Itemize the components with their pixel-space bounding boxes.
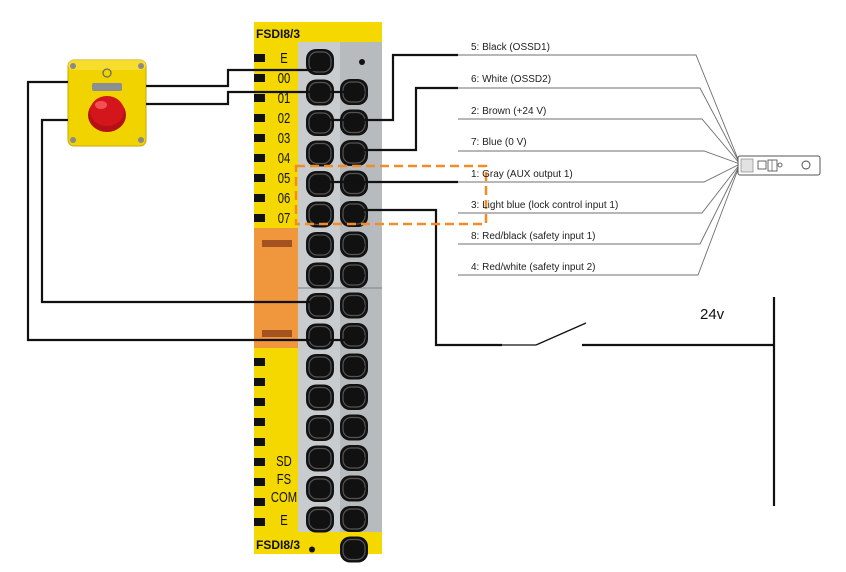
terminal-label-com: COM bbox=[271, 488, 297, 505]
terminal-screw-left bbox=[306, 445, 334, 472]
terminal-screw-left bbox=[306, 384, 334, 411]
terminal-screw-right bbox=[340, 292, 368, 319]
terminal-label-06: 06 bbox=[278, 189, 291, 206]
terminal-label-00: 00 bbox=[278, 69, 291, 86]
terminal-screw-left bbox=[306, 140, 334, 167]
terminal-screw-right bbox=[340, 536, 368, 563]
terminal-contact-dot bbox=[359, 425, 365, 431]
terminal-screw-left bbox=[306, 232, 334, 258]
terminal-screw-left bbox=[306, 323, 334, 350]
terminal-label-02: 02 bbox=[278, 109, 291, 126]
terminal-screw-left bbox=[306, 476, 334, 502]
terminal-screw-right bbox=[340, 384, 368, 410]
wire-label-5: 1: Gray (AUX output 1) bbox=[471, 169, 573, 180]
wire-label-8: 4: Red/white (safety input 2) bbox=[471, 262, 596, 273]
highlight-frame bbox=[294, 164, 488, 226]
terminal-label-e-bottom: E bbox=[280, 511, 288, 528]
terminal-screw-right bbox=[340, 445, 368, 471]
terminal-contact-dot bbox=[359, 89, 365, 96]
terminal-contact-dot bbox=[359, 394, 365, 401]
terminal-screw-right bbox=[340, 109, 368, 136]
terminal-screw-right bbox=[340, 323, 368, 349]
terminal-contact-dot bbox=[359, 150, 365, 157]
terminal-screw-right bbox=[340, 231, 368, 258]
terminal-contact-dot bbox=[359, 364, 365, 370]
switch-contact-icon bbox=[502, 322, 587, 346]
connection-wires bbox=[26, 53, 776, 506]
terminal-contact-dot bbox=[359, 211, 365, 218]
wire-label-4: 7: Blue (0 V) bbox=[471, 137, 527, 148]
terminal-screw-left bbox=[306, 171, 334, 197]
terminal-label-01: 01 bbox=[278, 89, 291, 106]
wire-label-3: 2: Brown (+24 V) bbox=[471, 106, 546, 117]
wire-ossd1 bbox=[320, 53, 458, 122]
terminal-contact-dot bbox=[359, 333, 365, 340]
wire-label-1: 5: Black (OSSD1) bbox=[471, 42, 550, 53]
terminal-screw-left bbox=[306, 110, 334, 136]
terminal-screw-right bbox=[340, 262, 368, 288]
terminal-contact-dot bbox=[359, 120, 365, 126]
terminal-contact-dot bbox=[359, 59, 365, 65]
wire-estop-c bbox=[26, 80, 354, 342]
terminal-screw-left bbox=[306, 354, 334, 380]
terminal-contact-dot bbox=[359, 455, 365, 462]
wire-label-7: 8: Red/black (safety input 1) bbox=[471, 231, 596, 242]
wire-estop-b bbox=[146, 90, 354, 106]
terminal-screw-left bbox=[306, 293, 334, 319]
terminal-label-e-top: E bbox=[280, 49, 288, 66]
terminal-contact-dot bbox=[359, 516, 365, 523]
terminal-label-sd: SD bbox=[276, 452, 292, 469]
terminal-label-07: 07 bbox=[278, 209, 291, 226]
terminal-screw-right bbox=[340, 414, 368, 441]
wire-label-6: 3: Light blue (lock control input 1) bbox=[471, 200, 618, 211]
terminal-label-04: 04 bbox=[278, 149, 291, 166]
module-name-top: FSDI8/3 bbox=[256, 27, 300, 41]
terminal-contact-dot bbox=[359, 486, 365, 492]
terminal-label-05: 05 bbox=[278, 169, 291, 186]
wire-label-2: 6: White (OSSD2) bbox=[471, 74, 551, 85]
terminal-screw-right bbox=[340, 170, 368, 197]
terminal-screw-left bbox=[306, 415, 334, 441]
supply-voltage-label: 24v bbox=[700, 306, 725, 323]
terminal-contact-dot bbox=[359, 303, 365, 309]
terminal-screw-left bbox=[306, 506, 334, 533]
emergency-stop-button-icon bbox=[67, 59, 147, 147]
rfid-safety-sensor-icon bbox=[737, 155, 821, 176]
terminal-contact-dot bbox=[359, 272, 365, 279]
terminal-screw-right bbox=[340, 140, 368, 166]
sensor-leads bbox=[458, 54, 741, 276]
terminal-screw-right bbox=[340, 353, 368, 380]
wire-ossd2 bbox=[354, 86, 458, 152]
terminal-contact-dot bbox=[359, 242, 365, 248]
terminal-screw-right bbox=[340, 475, 368, 502]
terminal-screw-left bbox=[306, 262, 334, 289]
terminal-label-fs: FS bbox=[277, 470, 292, 487]
module-name-bottom: FSDI8/3 bbox=[256, 538, 300, 552]
terminal-label-03: 03 bbox=[278, 129, 291, 146]
wire-lock bbox=[354, 208, 502, 347]
wire-estop-a bbox=[146, 68, 320, 88]
terminal-screw-right bbox=[340, 506, 368, 532]
terminal-blocks bbox=[306, 49, 368, 563]
wire-estop-d bbox=[40, 118, 320, 304]
terminal-contact-dot bbox=[309, 546, 315, 553]
terminal-screw-left bbox=[306, 49, 334, 75]
